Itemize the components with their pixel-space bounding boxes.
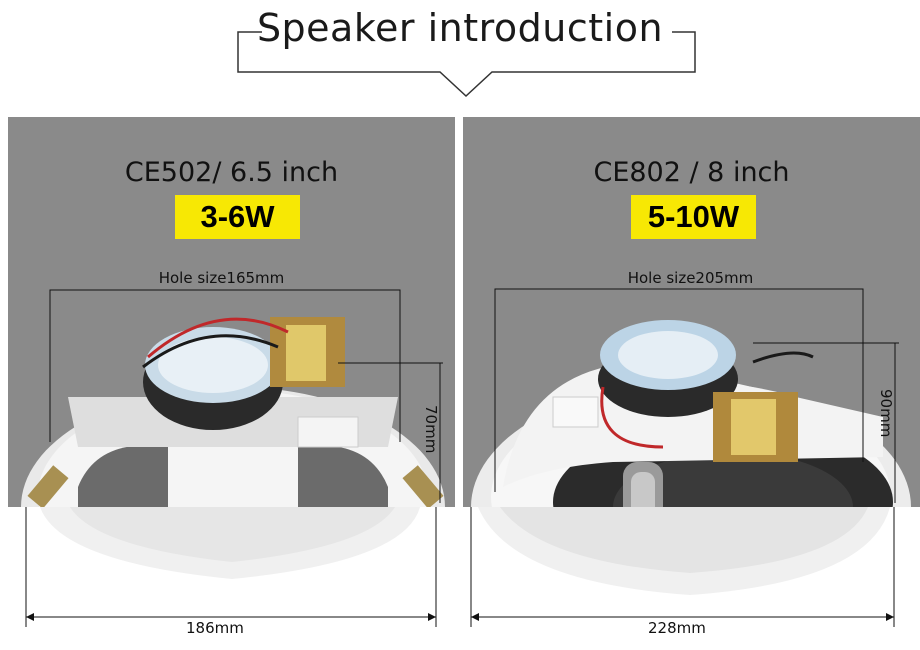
model-label: CE802 / 8 inch	[593, 157, 790, 188]
power-badge: 3-6W	[175, 195, 300, 239]
diameter-label-ce802: 228mm	[648, 619, 706, 637]
model-label: CE502/ 6.5 inch	[124, 157, 339, 188]
diameter-label-ce502: 186mm	[186, 619, 244, 637]
header: Speaker introduction	[0, 0, 920, 110]
speaker-image-ce502	[21, 289, 445, 507]
title-bracket	[237, 31, 696, 98]
height-label: 90mm	[877, 389, 895, 438]
product-panel-ce802: CE802 / 8 inch 5-10W Hole size205mm 90mm	[463, 117, 920, 507]
power-badge: 5-10W	[631, 195, 756, 239]
bottom-area: 186mm 228mm	[0, 507, 920, 650]
hole-size-label: Hole size205mm	[627, 269, 754, 287]
hole-size-label: Hole size165mm	[158, 269, 285, 287]
product-panel-ce502: CE502/ 6.5 inch 3-6W Hole size165mm 70mm	[8, 117, 455, 507]
speaker-image-ce802	[471, 288, 911, 507]
height-label: 70mm	[422, 405, 440, 454]
speaker-base-art	[25, 507, 895, 627]
page-title: Speaker introduction	[256, 6, 664, 50]
